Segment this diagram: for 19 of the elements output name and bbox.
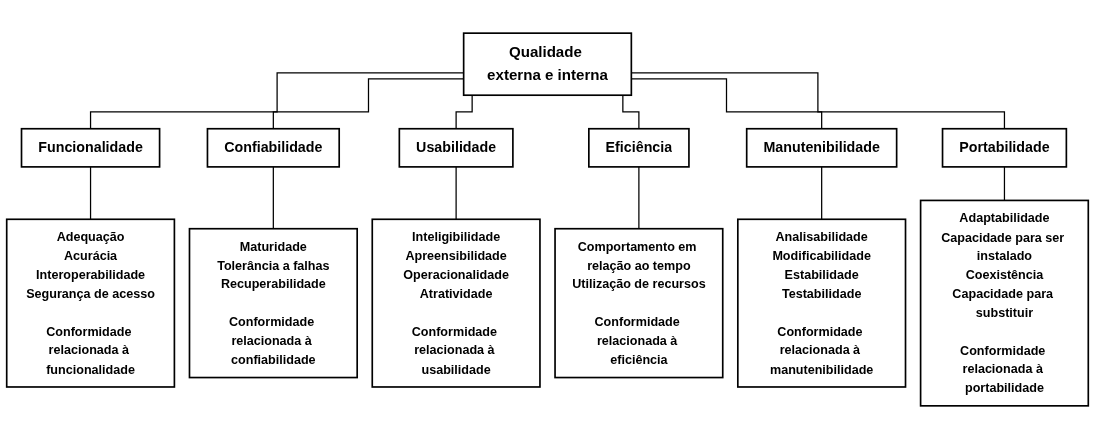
connector (272, 166, 274, 230)
connector (89, 166, 92, 220)
node-box: Funcionalidade (20, 127, 161, 168)
node-box: Inteligibilidade Apreensibilidade Operacionalidade Atratividade Conformidade relacionada à usabilidade (371, 218, 541, 388)
connector (638, 166, 640, 230)
node-box: Confiabilidade (206, 127, 341, 168)
node-box: Analisabilidade Modificabilidade Estabilidade Testabilidade Conformidade relacionada à manutenibilidade (737, 218, 907, 388)
node-box: Eficiência (588, 127, 690, 168)
node-box: Manutenibilidade (745, 127, 898, 168)
node-box: Comportamento em relação ao tempo Utilização de recursos Conformidade relacionada à eficiência (554, 227, 724, 379)
node-box: Adequação Acurácia Interoperabilidade Segurança de acesso Conformidade relacionada à funcionalidade (5, 218, 176, 388)
node-box: Usabilidade (398, 127, 514, 168)
node-box: Portabilidade (941, 127, 1068, 168)
node-box: Maturidade Tolerância a falhas Recuperabilidade Conformidade relacionada à confiabilidade (188, 227, 358, 379)
node-box: Adaptabilidade Capacidade para ser instalado Coexistência Capacidade para substituir Conformidade relacionada à portabilidade (919, 199, 1090, 407)
connector (821, 166, 823, 220)
connector (1003, 166, 1006, 202)
node-box: Qualidade externa e interna (462, 32, 633, 97)
connector (455, 166, 457, 220)
